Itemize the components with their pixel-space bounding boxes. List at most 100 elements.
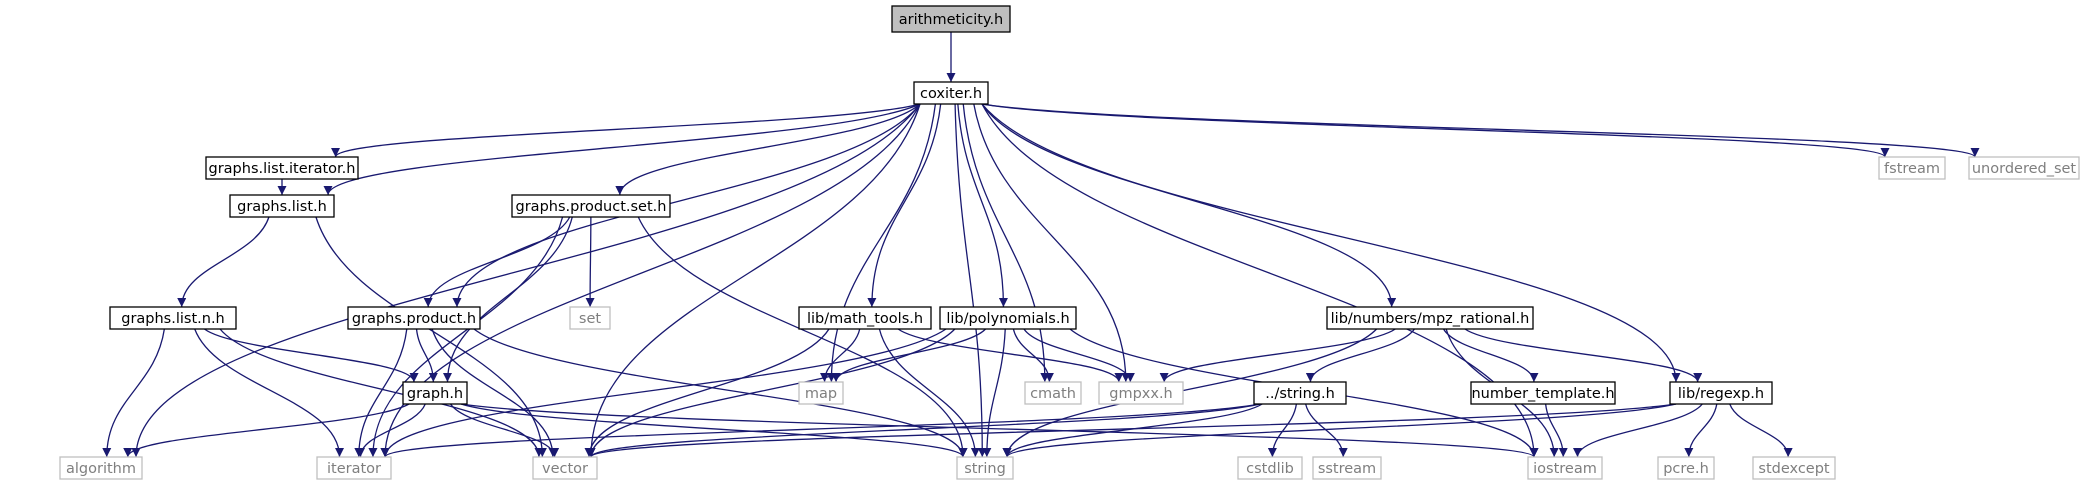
- node-map-label: map: [805, 386, 837, 402]
- node-gl[interactable]: graphs.list.h: [229, 194, 335, 218]
- node-stdexcept-box: [1752, 456, 1836, 480]
- node-iostream-box: [1527, 456, 1603, 480]
- edge-mpz-to-nt: [1442, 328, 1539, 383]
- node-poly[interactable]: lib/polynomials.h: [939, 306, 1077, 330]
- node-cmath-box: [1024, 381, 1082, 405]
- edge-graph-to-vector: [450, 403, 560, 458]
- node-sstream: sstream: [1312, 456, 1382, 480]
- edge-poly-to-string: [982, 328, 1006, 458]
- edge-gln-to-graph: [204, 328, 419, 383]
- edge-regexp-to-pcre: [1684, 403, 1718, 458]
- node-gps[interactable]: graphs.product.set.h: [511, 194, 671, 218]
- edge-mpz-to-gmpxx: [1159, 328, 1396, 383]
- edge-gln-to-iterator: [194, 328, 345, 458]
- node-set-label: set: [579, 311, 601, 327]
- node-sstream-box: [1312, 456, 1382, 480]
- edge-coxiter-to-map: [826, 103, 937, 383]
- edge-coxiter-to-mpz: [981, 103, 1397, 308]
- node-gmpxx-box: [1098, 381, 1184, 405]
- edge-graph-to-iterator: [356, 403, 426, 458]
- node-mt-label: lib/math_tools.h: [807, 311, 923, 327]
- node-gln[interactable]: graphs.list.n.h: [109, 306, 237, 330]
- node-string-box: [956, 456, 1014, 480]
- node-unordered_set: unordered_set: [1968, 156, 2080, 180]
- node-cmath: cmath: [1024, 381, 1082, 405]
- node-coxiter[interactable]: coxiter.h: [913, 81, 989, 105]
- edge-mt-to-map: [820, 328, 861, 383]
- node-layer: arithmeticity.h coxiter.h graphs.list.iter…: [59, 5, 2080, 480]
- node-gli[interactable]: graphs.list.iterator.h: [205, 156, 359, 180]
- edge-gp-to-string: [473, 328, 968, 458]
- node-iterator-label: iterator: [327, 461, 381, 477]
- node-cmath-label: cmath: [1030, 386, 1076, 402]
- node-pcre: pcre.h: [1657, 456, 1715, 480]
- node-vector-box: [532, 456, 598, 480]
- edge-coxiter-to-gps: [615, 103, 921, 196]
- edge-coxiter-to-poly: [957, 103, 1008, 308]
- edge-coxiter-to-string: [954, 103, 987, 458]
- node-gp[interactable]: graphs.product.h: [347, 306, 481, 330]
- node-mpz[interactable]: lib/numbers/mpz_rational.h: [1326, 306, 1534, 330]
- node-iterator-box: [316, 456, 392, 480]
- node-regexp[interactable]: lib/regexp.h: [1669, 381, 1773, 405]
- node-map-box: [798, 381, 844, 405]
- edge-coxiter-to-vector: [586, 103, 921, 458]
- node-mt-box: [798, 306, 932, 330]
- edge-gps-to-graph: [442, 216, 573, 383]
- node-arithmeticity[interactable]: arithmeticity.h: [891, 5, 1011, 33]
- edge-mpz-to-string_h: [1305, 328, 1415, 383]
- node-gp-label: graphs.product.h: [352, 311, 476, 327]
- node-mt[interactable]: lib/math_tools.h: [798, 306, 932, 330]
- node-iostream-label: iostream: [1533, 461, 1597, 477]
- edge-nt-to-iostream: [1544, 403, 1568, 458]
- node-gmpxx: gmpxx.h: [1098, 381, 1184, 405]
- node-string_h[interactable]: ../string.h: [1253, 381, 1347, 405]
- node-cstdlib-box: [1237, 456, 1303, 480]
- edge-coxiter-to-unordered_set: [981, 103, 1980, 158]
- edge-poly-to-iterator: [380, 328, 947, 458]
- edge-string_h-to-string: [1002, 403, 1263, 458]
- node-gl-box: [229, 194, 335, 218]
- node-iostream: iostream: [1527, 456, 1603, 480]
- node-set-box: [569, 306, 611, 330]
- node-cstdlib: cstdlib: [1237, 456, 1303, 480]
- edge-coxiter-to-algorithm: [131, 103, 921, 458]
- node-coxiter-label: coxiter.h: [920, 86, 982, 102]
- edge-gps-to-set: [585, 216, 595, 308]
- edge-gps-to-string: [637, 216, 968, 458]
- node-vector: vector: [532, 456, 598, 480]
- edge-gp-to-graph: [415, 328, 438, 383]
- edge-mt-to-vector: [584, 328, 830, 458]
- node-stdexcept: stdexcept: [1752, 456, 1836, 480]
- node-gln-box: [109, 306, 237, 330]
- edge-graph-to-iostream: [460, 403, 1539, 458]
- node-nt-label: number_template.h: [1471, 386, 1614, 402]
- node-vector-label: vector: [542, 461, 588, 477]
- node-nt[interactable]: number_template.h: [1470, 381, 1616, 405]
- edge-coxiter-to-gmpxx: [973, 103, 1131, 383]
- edge-string_h-to-vector: [586, 403, 1261, 458]
- node-graph-box: [402, 381, 468, 405]
- node-gps-label: graphs.product.set.h: [516, 199, 667, 215]
- node-iterator: iterator: [316, 456, 392, 480]
- edge-poly-to-vector: [586, 328, 956, 458]
- node-graph[interactable]: graph.h: [402, 381, 468, 405]
- node-algorithm-label: algorithm: [66, 461, 136, 477]
- edge-string_h-to-cstdlib: [1267, 403, 1298, 458]
- node-graph-label: graph.h: [407, 386, 463, 402]
- node-algorithm-box: [59, 456, 143, 480]
- edge-coxiter-to-cmath: [962, 103, 1050, 383]
- edge-regexp-to-string: [1002, 403, 1677, 458]
- node-mpz-label: lib/numbers/mpz_rational.h: [1331, 311, 1530, 327]
- node-fstream: fstream: [1878, 156, 1946, 180]
- edge-string_h-to-iterator: [380, 403, 1261, 458]
- edge-graph-to-string: [460, 403, 968, 458]
- edge-poly-to-gmpxx: [1023, 328, 1135, 383]
- edge-gp-to-vector: [431, 328, 558, 458]
- edge-gl-to-gln: [177, 216, 270, 308]
- node-gl-label: graphs.list.h: [237, 199, 327, 215]
- node-unordered_set-label: unordered_set: [1972, 161, 2077, 177]
- edge-mpz-to-regexp: [1464, 328, 1703, 383]
- node-gps-box: [511, 194, 671, 218]
- node-string: string: [956, 456, 1014, 480]
